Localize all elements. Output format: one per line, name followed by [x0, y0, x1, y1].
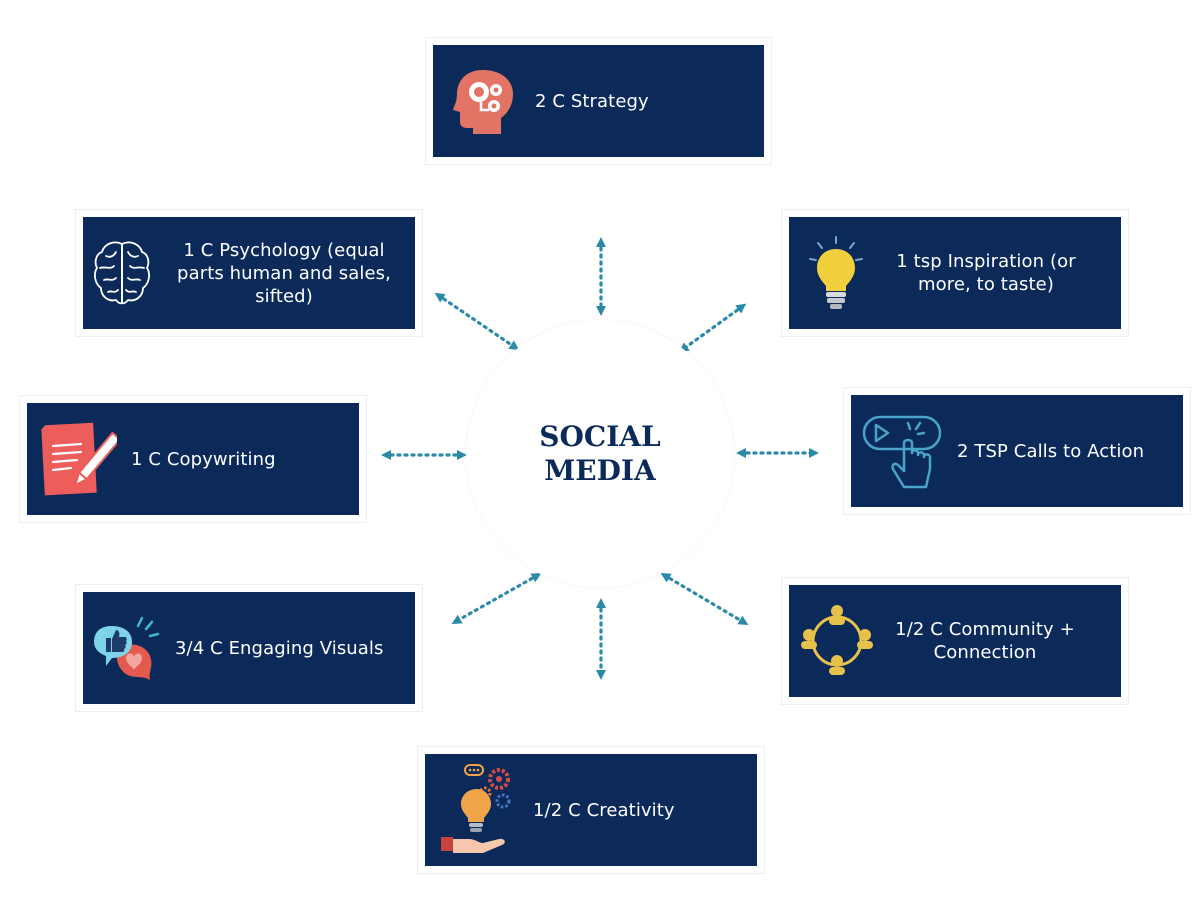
arrow-inspiration [678, 303, 747, 353]
community-network-icon [789, 603, 885, 679]
ingredient-label: 1/2 C Creativity [533, 799, 675, 821]
ingredient-card-inspiration: 1 tsp Inspiration (or more, to taste) [789, 217, 1121, 329]
ingredient-label: 2 TSP Calls to Action [957, 440, 1145, 462]
brain-icon [83, 238, 161, 308]
ingredient-label: 1 C Psychology (equal parts human and sa… [177, 239, 391, 307]
head-gears-icon [433, 66, 533, 136]
ingredient-card-engaging-visuals: 3/4 C Engaging Visuals [83, 592, 415, 704]
ingredient-label: 1 tsp Inspiration (or more, to taste) [896, 251, 1076, 295]
ingredient-label: 2 C Strategy [535, 90, 649, 112]
arrow-engaging-visuals [451, 573, 542, 624]
ingredient-label: 1/2 C Community + Connection [895, 619, 1075, 663]
arrow-psychology [434, 292, 520, 351]
ingredient-card-creativity: 1/2 C Creativity [425, 754, 757, 866]
creative-hand-bulb-icon [425, 763, 529, 857]
click-button-icon [851, 409, 953, 493]
arrow-community [660, 572, 749, 626]
like-heart-bubbles-icon [83, 614, 173, 682]
ingredient-card-psychology: 1 C Psychology (equal parts human and sa… [83, 217, 415, 329]
ingredient-card-calls-to-action: 2 TSP Calls to Action [851, 395, 1183, 507]
paper-pencil-icon [27, 420, 127, 498]
center-title: SOCIAL MEDIA [539, 420, 661, 487]
ingredient-label: 1 C Copywriting [131, 448, 276, 470]
center-circle: SOCIAL MEDIA [466, 320, 734, 588]
ingredient-card-strategy: 2 C Strategy [433, 45, 764, 157]
ingredient-card-copywriting: 1 C Copywriting [27, 403, 359, 515]
ingredient-label: 3/4 C Engaging Visuals [175, 637, 384, 659]
lightbulb-icon [789, 235, 883, 311]
ingredient-card-community: 1/2 C Community + Connection [789, 585, 1121, 697]
